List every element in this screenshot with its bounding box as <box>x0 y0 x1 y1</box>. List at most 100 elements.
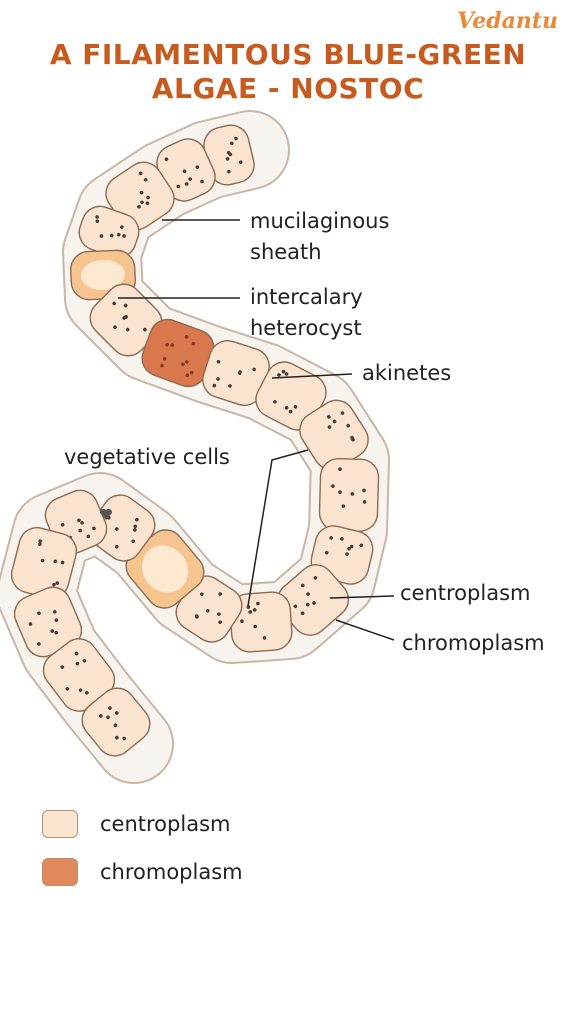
granule-dot <box>185 360 189 364</box>
granule-dot <box>113 325 117 329</box>
granule-dot <box>184 335 189 339</box>
granule-dot <box>115 735 119 740</box>
granule-dot <box>194 614 199 618</box>
granule-dot <box>217 612 221 616</box>
granule-dot <box>324 550 329 555</box>
granule-dot <box>184 182 189 186</box>
leader-centroplasm <box>329 595 395 599</box>
granule-dot <box>273 400 277 404</box>
granule-dot <box>131 539 136 544</box>
granule-dot <box>65 687 70 691</box>
granule-dot <box>52 610 57 614</box>
granule-dot <box>350 492 355 496</box>
granule-dot <box>346 423 351 428</box>
granule-dot <box>106 715 110 720</box>
granule-dot <box>345 552 349 556</box>
granule-dot <box>75 661 80 666</box>
granule-dot <box>237 371 242 375</box>
legend-label-centroplasm: centroplasm <box>100 812 231 836</box>
legend-swatch-centroplasm <box>42 810 78 838</box>
granule-dot <box>50 629 55 633</box>
granule-dot <box>218 592 223 596</box>
granule-dot <box>145 201 150 206</box>
granule-dot <box>137 204 141 209</box>
granule-dot <box>256 601 260 606</box>
granule-dot <box>230 141 234 146</box>
granule-dot <box>38 542 42 547</box>
granule-dot <box>277 373 281 377</box>
granule-dot <box>234 136 238 141</box>
granule-dot <box>246 605 251 609</box>
granule-dot <box>176 184 181 189</box>
page-title: A FILAMENTOUS BLUE-GREEN ALGAE - NOSTOC <box>0 38 576 106</box>
granule-dot <box>124 315 128 319</box>
granule-dot <box>37 642 41 646</box>
granule-dot <box>99 234 104 238</box>
granule-dot <box>306 592 310 596</box>
granule-dot <box>162 357 167 361</box>
granule-dot <box>116 232 121 237</box>
granule-dot <box>160 363 164 368</box>
granule-dot <box>225 157 230 161</box>
granule-dot <box>300 583 305 588</box>
granule-dot <box>188 177 193 181</box>
granule-dot <box>252 608 257 612</box>
granule-dot <box>84 690 89 695</box>
granule-dot <box>60 560 65 565</box>
granule-dot <box>78 528 82 533</box>
granule-dot <box>60 665 65 669</box>
granule-dot <box>52 582 56 587</box>
granule-dot <box>114 544 119 549</box>
granule-dot <box>340 411 345 415</box>
granule-dot <box>38 539 42 543</box>
legend-item-chromoplasm: chromoplasm <box>42 854 243 890</box>
granule-dot <box>228 384 232 388</box>
granule-dot <box>338 490 342 495</box>
granule-dot <box>109 233 114 238</box>
granule-dot <box>305 602 310 607</box>
heart-mark-icon <box>99 508 113 520</box>
label-akinetes: akinetes <box>362 361 452 385</box>
label-mucilaginous-sheath-line1: mucilaginous <box>250 209 390 233</box>
granule-dot <box>139 190 144 195</box>
leader-lines <box>118 219 395 641</box>
granule-dot <box>135 517 139 522</box>
granule-dot <box>228 152 233 157</box>
granule-dot <box>114 711 119 715</box>
heterocyst-interior <box>141 545 189 593</box>
granule-dot <box>86 534 91 539</box>
label-vegetative-cells: vegetative cells <box>64 445 230 469</box>
leader-vegetative-cells <box>247 449 309 607</box>
label-intercalary-heterocyst-line1: intercalary <box>250 285 363 309</box>
granule-dot <box>349 544 354 549</box>
legend-swatch-chromoplasm <box>42 858 78 886</box>
granule-dot <box>122 234 126 238</box>
granule-dot <box>216 377 220 381</box>
granule-dot <box>82 658 87 663</box>
leader-chromoplasm <box>335 619 395 641</box>
granule-dot <box>212 383 217 388</box>
heterocyst-interior <box>81 259 125 291</box>
label-intercalary-heterocyst-line2: heterocyst <box>250 316 362 340</box>
label-intercalary-heterocyst: intercalary heterocyst <box>250 282 363 344</box>
granule-dot <box>74 651 79 656</box>
title-line-1: A FILAMENTOUS BLUE-GREEN <box>49 38 527 71</box>
granule-dot <box>362 488 366 493</box>
granule-dot <box>340 537 344 541</box>
granule-dot <box>40 558 45 563</box>
granule-dot <box>293 404 298 409</box>
granule-dot <box>327 415 331 419</box>
granule-dot <box>331 484 335 488</box>
granule-dot <box>216 359 221 364</box>
granule-dot <box>200 179 204 184</box>
granule-dot <box>112 301 117 306</box>
granule-dot <box>240 619 244 624</box>
vegetative-cell <box>81 687 151 757</box>
granule-dot <box>182 169 187 173</box>
granule-dot <box>55 581 60 585</box>
granule-dot <box>133 528 137 532</box>
granule-dot <box>327 425 332 429</box>
vegetative-cell <box>203 124 255 186</box>
granule-dot <box>248 610 253 614</box>
